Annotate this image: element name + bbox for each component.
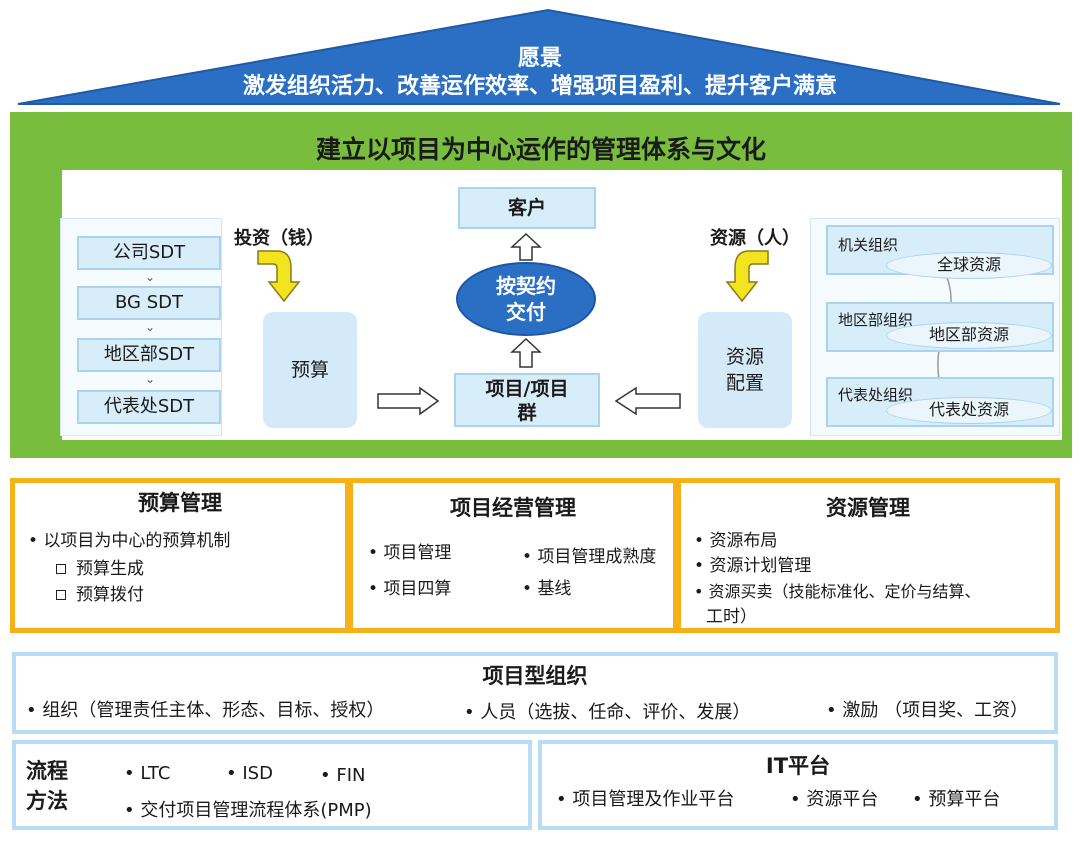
sdt-arrow-icon: ⌄ [144, 320, 156, 334]
vision-roof [17, 8, 1061, 105]
resource-curved-arrow-icon [725, 250, 769, 303]
resource-label: 资源（人） [710, 228, 800, 249]
incentive-item: • 激励 （项目奖、工资） [826, 700, 1029, 721]
resource-config-line2: 配置 [725, 372, 764, 394]
sdt-box-company: 公司SDT [77, 236, 221, 270]
it-platform-item: • 预算平台 [912, 789, 1001, 810]
it-platform-item: • 项目管理及作业平台 [556, 789, 735, 810]
budget-management-box [10, 478, 350, 633]
sdt-box-bg: BG SDT [77, 286, 221, 320]
delivery-line1: 按契约 [496, 274, 556, 298]
resource-management-continuation: 工时） [706, 607, 757, 627]
resource-management-box [676, 478, 1060, 633]
org-label-office: 代表处组织 [838, 386, 914, 404]
personnel-item: • 人员（选拔、任命、评价、发展） [464, 702, 751, 723]
organization-item: • 组织（管理责任主体、形态、目标、授权） [26, 700, 385, 721]
process-label-line1: 流程 [26, 759, 68, 783]
budget-management-title: 预算管理 [138, 491, 222, 515]
sdt-arrow-icon: ⌄ [144, 270, 156, 284]
budget-box: 预算 [263, 312, 357, 428]
checkbox-icon [56, 564, 66, 574]
delivery-line2: 交付 [506, 300, 546, 324]
process-item: • FIN [320, 765, 366, 786]
project-ops-management-box [348, 478, 678, 633]
project-ops-item: • 项目管理成熟度 [522, 547, 657, 567]
resource-ellipse-global: 全球资源 [886, 252, 1052, 279]
project-line1: 项目/项目 [485, 378, 569, 400]
sdt-box-region: 地区部SDT [77, 338, 221, 372]
sdt-box-office: 代表处SDT [77, 390, 221, 424]
resource-config-box: 资源 配置 [698, 312, 792, 428]
process-method-box [12, 740, 532, 830]
resource-management-title: 资源管理 [826, 496, 910, 520]
budget-management-item: • 以项目为中心的预算机制 [28, 531, 231, 551]
up-arrow-icon [510, 337, 542, 368]
delivery-ellipse: 按契约 交付 [456, 262, 596, 336]
process-item: • LTC [124, 763, 171, 784]
vision-subtitle: 激发组织活力、改善运作效率、增强项目盈利、提升客户满意 [242, 74, 837, 99]
project-ops-item: • 项目管理 [368, 543, 452, 563]
right-arrow-icon [377, 386, 440, 416]
invest-curved-arrow-icon [257, 250, 301, 303]
resource-config-line1: 资源 [725, 346, 764, 368]
invest-label: 投资（钱） [234, 228, 324, 249]
project-box: 项目/项目 群 [454, 373, 600, 427]
it-platform-box [538, 740, 1058, 830]
org-label-region: 地区部组织 [838, 311, 914, 329]
resource-management-item: • 资源布局 [694, 531, 778, 551]
resource-ellipse-office: 代表处资源 [886, 397, 1052, 424]
process-item: • 交付项目管理流程体系(PMP) [124, 800, 372, 821]
checkbox-icon [56, 590, 66, 600]
it-platform-title: IT平台 [765, 754, 831, 778]
project-organization-title: 项目型组织 [482, 664, 588, 688]
resource-management-item: • 资源计划管理 [694, 556, 812, 576]
budget-subitem: 预算拨付 [56, 580, 144, 605]
vision-title: 愿景 [517, 46, 562, 71]
up-arrow-icon [510, 232, 542, 261]
resource-ellipse-region: 地区部资源 [886, 322, 1052, 349]
process-item: • ISD [226, 763, 273, 784]
project-ops-item: • 基线 [522, 579, 572, 599]
project-ops-item: • 项目四算 [368, 579, 452, 599]
left-arrow-icon [614, 386, 681, 416]
process-method-label: 流程 方法 [26, 756, 68, 816]
project-line2: 群 [517, 402, 537, 424]
sdt-arrow-icon: ⌄ [144, 372, 156, 386]
project-ops-title: 项目经营管理 [450, 496, 576, 520]
project-organization-box [12, 652, 1058, 734]
org-label-hq: 机关组织 [838, 236, 899, 254]
core-title: 建立以项目为中心运作的管理体系与文化 [315, 135, 766, 164]
it-platform-item: • 资源平台 [790, 789, 879, 810]
resource-management-item: • 资源买卖（技能标准化、定价与结算、 [694, 582, 981, 601]
budget-subitem: 预算生成 [56, 554, 144, 579]
process-label-line2: 方法 [26, 789, 68, 813]
customer-box: 客户 [458, 187, 596, 229]
